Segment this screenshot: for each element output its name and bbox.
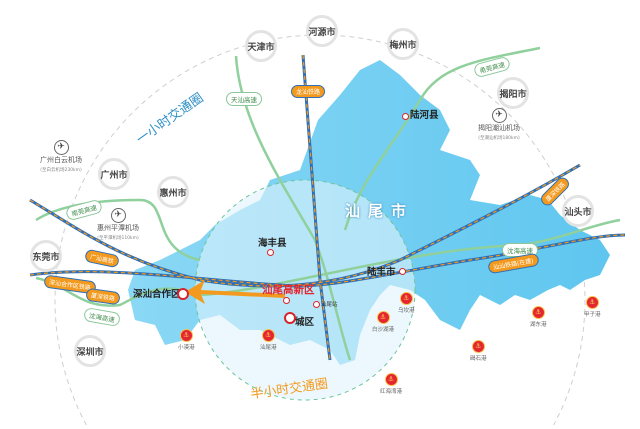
highway-tianshan-label: 天汕高速 <box>226 92 262 106</box>
anchor-icon: ⚓ <box>399 292 413 305</box>
anchor-icon: ⚓ <box>384 373 398 386</box>
city-heyuan[interactable]: 河源市 <box>306 15 338 47</box>
haifeng-marker <box>267 249 274 256</box>
airplane-icon: ✈ <box>53 140 69 155</box>
nanguan-highway-line <box>35 198 201 262</box>
city-meizhou[interactable]: 梅州市 <box>387 28 419 60</box>
place-lufeng[interactable]: 陆丰市 <box>367 267 396 278</box>
airplane-icon: ✈ <box>491 108 507 123</box>
tianshan-highway-line <box>234 55 352 361</box>
port-honghaiwan[interactable]: ⚓红海湾港 <box>380 373 403 395</box>
place-chengqu[interactable]: 城区 <box>295 317 315 328</box>
city-tianjin[interactable]: 天津市 <box>245 30 277 62</box>
port-baishahu[interactable]: ⚓白沙湖港 <box>372 311 395 333</box>
airplane-icon: ✈ <box>110 208 126 223</box>
port-hudong[interactable]: ⚓湖东港 <box>530 306 547 328</box>
anchor-icon: ⚓ <box>261 329 275 342</box>
shenshan-marker <box>177 288 189 300</box>
station-marker <box>313 301 320 308</box>
port-jiazi[interactable]: ⚓甲子港 <box>584 296 601 318</box>
port-jieshi[interactable]: ⚓碣石港 <box>470 340 487 362</box>
anchor-icon: ⚓ <box>179 329 193 342</box>
city-guangzhou[interactable]: 广州市 <box>98 158 130 190</box>
place-shanwei-station: 汕尾站 <box>321 302 338 308</box>
anchor-icon: ⚓ <box>531 306 545 319</box>
railway-longshan-label: 龙汕铁路 <box>291 85 326 98</box>
city-dongguan[interactable]: 东莞市 <box>30 240 62 272</box>
yongguan-highway-line <box>343 46 541 231</box>
airport-pingtan[interactable]: ✈ 惠州平潭机场 (至平潭机场110km) <box>97 208 139 241</box>
place-haifeng[interactable]: 海丰县 <box>258 238 287 249</box>
port-xiaomo[interactable]: ⚓小漠港 <box>178 329 195 351</box>
port-shanwei[interactable]: ⚓汕尾港 <box>260 329 277 351</box>
luhe-marker <box>402 113 409 120</box>
port-wukan[interactable]: ⚓乌坎港 <box>398 292 415 314</box>
city-huizhou[interactable]: 惠州市 <box>157 176 189 208</box>
gaoxin-marker <box>283 297 290 304</box>
airport-baiyun[interactable]: ✈ 广州白云机场 (至白云机场230km) <box>40 140 82 173</box>
airport-chaoshan[interactable]: ✈ 揭阳潮汕机场 (至潮汕机场180km) <box>478 108 520 141</box>
city-jieyang[interactable]: 揭阳市 <box>497 77 529 109</box>
chengqu-marker <box>284 312 296 324</box>
city-shantou[interactable]: 汕头市 <box>562 195 594 227</box>
shenhai-highway-line <box>35 218 621 307</box>
place-luhe[interactable]: 陆河县 <box>410 110 439 121</box>
one-hour-ring <box>54 34 586 429</box>
place-gaoxin[interactable]: 汕尾高新区 <box>262 284 315 296</box>
city-shenzhen[interactable]: 深圳市 <box>74 335 106 367</box>
lufeng-marker <box>399 268 406 275</box>
anchor-icon: ⚓ <box>471 340 485 353</box>
anchor-icon: ⚓ <box>376 311 390 324</box>
place-shenshan[interactable]: 深汕合作区 <box>133 289 181 300</box>
anchor-icon: ⚓ <box>585 296 599 309</box>
region-label: 汕尾市 <box>345 202 415 220</box>
gaoxin-to-shenshan-arrow <box>199 290 286 298</box>
